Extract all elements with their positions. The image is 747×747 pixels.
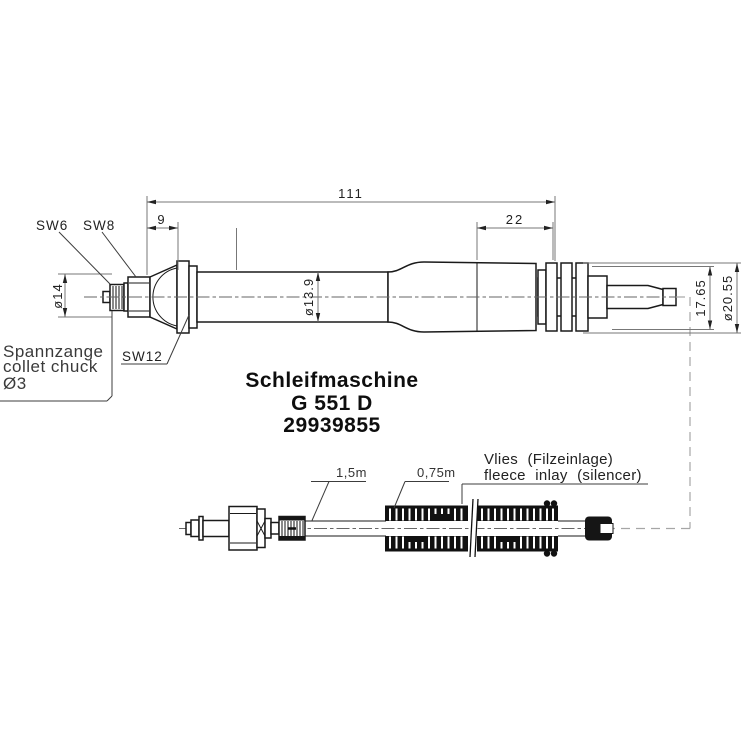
label-sw6: SW6 bbox=[36, 218, 68, 233]
silencer-length-label: 0,75m bbox=[417, 465, 456, 480]
knurled-nut bbox=[278, 515, 306, 541]
silencer-sleeve-1 bbox=[385, 505, 468, 552]
label-sw12: SW12 bbox=[122, 349, 163, 364]
dim-total-length: 111 bbox=[338, 186, 364, 201]
silencer-sleeve-2 bbox=[477, 500, 558, 557]
wrench-labels: SW6 SW8 SW12 bbox=[36, 218, 190, 365]
hose-annotations: 1,5m 0,75m Vlies (Filzeinlage) fleece in… bbox=[311, 451, 648, 521]
dim-front-diameter: ø14 bbox=[50, 283, 65, 308]
dim-body-diameter: ø13.9 bbox=[301, 278, 316, 316]
fleece-label-de: Vlies (Filzeinlage) bbox=[484, 451, 613, 468]
dimension-17-65: 17.65 bbox=[592, 266, 714, 330]
dimension-9: 9 bbox=[147, 212, 237, 270]
hose-length-label: 1,5m bbox=[336, 465, 367, 480]
dim-rear-length: 22 bbox=[506, 212, 524, 227]
dimension-111: 111 bbox=[146, 186, 556, 275]
dim-rear-width: 17.65 bbox=[693, 279, 708, 317]
collet-note-en: collet chuck bbox=[3, 357, 98, 376]
label-sw8: SW8 bbox=[83, 218, 115, 233]
collet-note-de: Spannzange bbox=[3, 342, 103, 361]
dim-front-length: 9 bbox=[157, 212, 166, 227]
hose-assembly bbox=[185, 498, 614, 558]
machine-name: Schleifmaschine bbox=[245, 369, 418, 392]
dimension-diameter-13-9: ø13.9 bbox=[301, 272, 321, 322]
machine-model: G 551 D bbox=[291, 392, 373, 415]
centerlines bbox=[84, 296, 691, 530]
hose-end-fitting bbox=[585, 516, 614, 541]
fleece-label-en: fleece inlay (silencer) bbox=[484, 467, 642, 484]
collet-note-box: Spannzange collet chuck Ø3 bbox=[0, 311, 113, 402]
dimension-22: 22 bbox=[476, 212, 554, 260]
dim-rear-diameter: ø20.55 bbox=[720, 275, 735, 321]
dimension-diameter-14: ø14 bbox=[50, 273, 112, 318]
machine-part-number: 29939855 bbox=[283, 414, 380, 437]
break-marks bbox=[468, 498, 479, 558]
title-block: Schleifmaschine G 551 D 29939855 bbox=[245, 369, 418, 437]
collet-note-diameter: Ø3 bbox=[3, 374, 27, 393]
dimension-diameter-20-55: ø20.55 bbox=[583, 262, 741, 334]
